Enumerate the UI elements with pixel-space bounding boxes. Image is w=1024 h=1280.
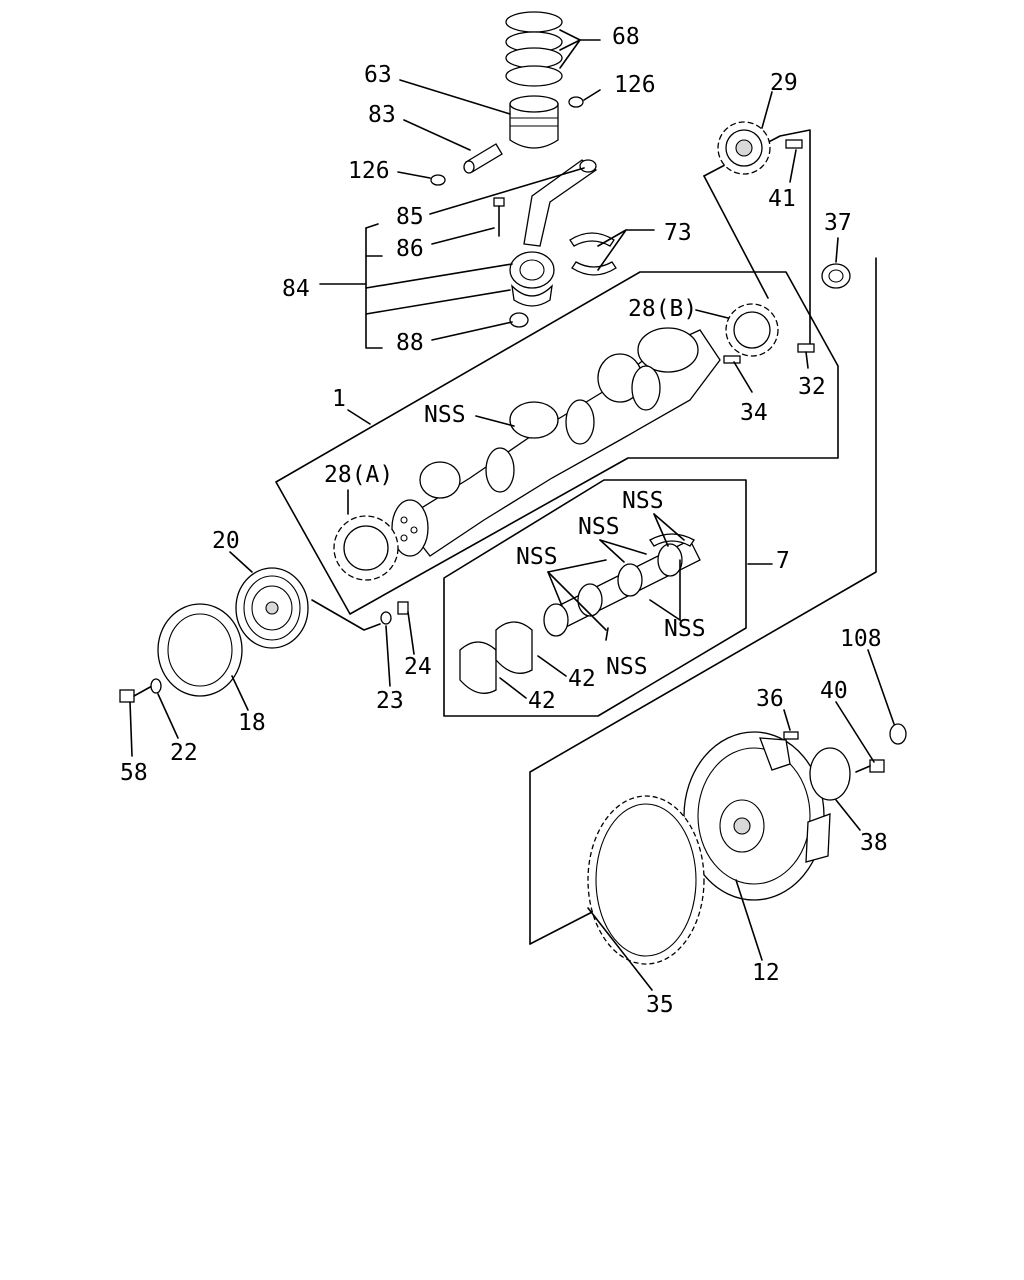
label-29: 29 [770, 70, 798, 96]
label-nss-crank: NSS [424, 402, 466, 428]
label-58: 58 [120, 760, 148, 786]
label-126-left: 126 [348, 158, 390, 184]
label-28b: 28(B) [628, 296, 697, 322]
pin-41 [785, 139, 803, 149]
label-32: 32 [798, 374, 826, 400]
snap-ring-126b [430, 174, 446, 186]
piston [509, 95, 559, 149]
timing-gear-29 [717, 121, 771, 175]
label-40: 40 [820, 678, 848, 704]
piston-rings [505, 11, 563, 87]
label-73: 73 [664, 220, 692, 246]
label-63: 63 [364, 62, 392, 88]
label-nss-mid: NSS [578, 514, 620, 540]
label-126-top: 126 [614, 72, 656, 98]
pulley [157, 603, 243, 697]
group-outline-flywheel [529, 257, 877, 945]
label-86: 86 [396, 236, 424, 262]
group-outline-crankshaft [275, 271, 839, 615]
part-labels: 68 63 126 83 126 29 41 85 86 73 37 84 28… [120, 24, 888, 1018]
pin-34 [723, 355, 741, 364]
label-85: 85 [396, 204, 424, 230]
label-1: 1 [332, 386, 346, 412]
bolt-24 [397, 601, 409, 615]
label-nss-bottom: NSS [606, 654, 648, 680]
gear-28a [333, 515, 399, 581]
label-18: 18 [238, 710, 266, 736]
piston-pin [463, 143, 503, 174]
rod-bolt [493, 197, 505, 237]
rod-nut [509, 312, 529, 328]
leader-lines [129, 29, 895, 991]
label-37: 37 [824, 210, 852, 236]
plate-38 [809, 747, 851, 801]
pin-32 [797, 343, 815, 353]
pin-36 [783, 731, 799, 740]
label-12: 12 [752, 960, 780, 986]
washer-22 [150, 678, 162, 694]
connecting-rod [509, 159, 598, 307]
label-41: 41 [768, 186, 796, 212]
label-42-lower: 42 [528, 688, 556, 714]
label-108: 108 [840, 626, 882, 652]
snap-ring-126a [568, 96, 584, 108]
label-nss-right: NSS [664, 616, 706, 642]
label-nss-left: NSS [516, 544, 558, 570]
label-38: 38 [860, 830, 888, 856]
label-24: 24 [404, 654, 432, 680]
label-68: 68 [612, 24, 640, 50]
thrust-washers-42 [459, 621, 533, 694]
label-7: 7 [776, 548, 790, 574]
snap-ring-108 [889, 723, 907, 745]
label-83: 83 [368, 102, 396, 128]
label-88: 88 [396, 330, 424, 356]
label-35: 35 [646, 992, 674, 1018]
label-34: 34 [740, 400, 768, 426]
flywheel [683, 731, 831, 901]
label-20: 20 [212, 528, 240, 554]
label-42-upper: 42 [568, 666, 596, 692]
bolt-40 [855, 759, 885, 773]
crankshaft [391, 327, 721, 557]
bolt-58 [119, 685, 153, 703]
label-nss-top: NSS [622, 488, 664, 514]
label-84: 84 [282, 276, 310, 302]
oil-seal-37 [821, 263, 851, 289]
label-23: 23 [376, 688, 404, 714]
group-outline-pulley [311, 599, 381, 631]
washer-23 [380, 611, 392, 625]
label-22: 22 [170, 740, 198, 766]
ring-gear [587, 795, 705, 965]
label-36: 36 [756, 686, 784, 712]
group-outline-bearings [443, 479, 747, 717]
gear-28b [725, 303, 779, 357]
damper-pulley [235, 567, 309, 649]
label-28a: 28(A) [324, 462, 393, 488]
